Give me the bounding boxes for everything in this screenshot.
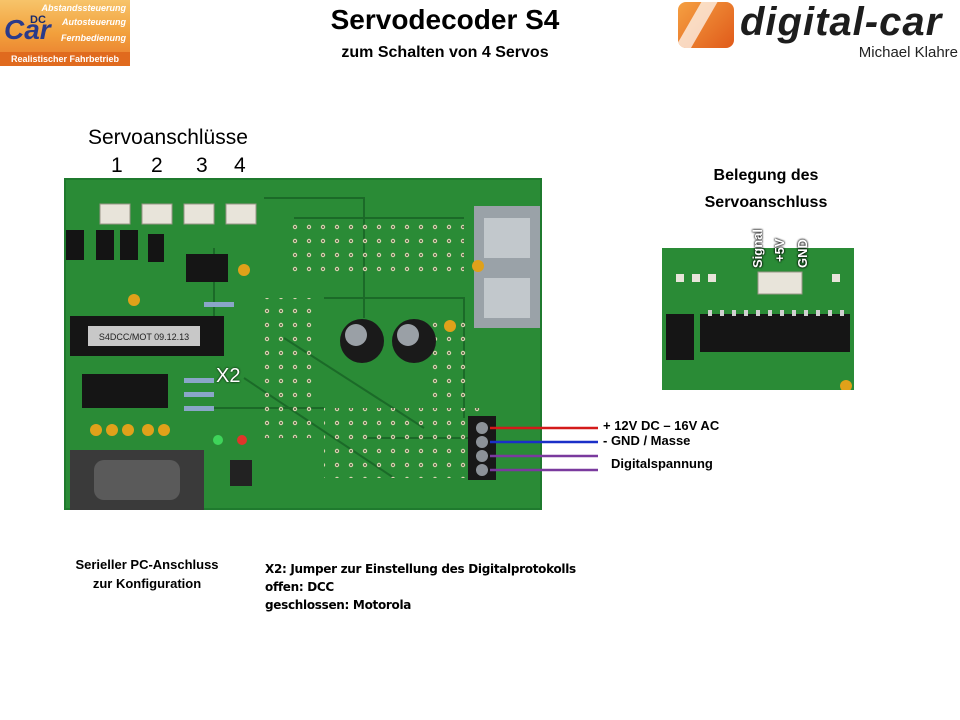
digital-car-logo: digital-car Michael Klahre	[676, 0, 960, 66]
pin-assignment-heading: Belegung des Servoanschluss	[684, 162, 848, 216]
servo-number-2: 2	[151, 154, 163, 177]
wire-label-digital: Digitalspannung	[611, 456, 713, 471]
servo-number-1: 1	[111, 154, 123, 177]
green-led	[213, 435, 223, 445]
servo-number-3: 3	[196, 154, 208, 177]
small-ic	[186, 254, 228, 282]
serial-caption-line1: Serieller PC-Anschluss	[75, 557, 219, 572]
serial-caption-line2: zur Konfiguration	[92, 576, 202, 591]
jumper-note: X2: Jumper zur Einstellung des Digitalpr…	[265, 560, 576, 614]
dc-car-logo: Abstandssteuerung Autosteuerung Fernbedi…	[0, 0, 130, 66]
logo-line-1: Abstandssteuerung	[41, 3, 126, 13]
servo-connector-3	[183, 203, 215, 225]
ic-closeup	[700, 314, 850, 352]
wire-label-power: + 12V DC – 16V AC	[603, 418, 720, 433]
jumper-note-line2: offen: DCC	[265, 580, 334, 594]
wire-label-gnd: - GND / Masse	[603, 433, 691, 448]
logo-brand-text: digital-car	[740, 0, 943, 44]
page-title: Servodecoder S4	[330, 4, 560, 35]
red-led	[237, 435, 247, 445]
page-subtitle: zum Schalten von 4 Servos	[341, 44, 549, 61]
logo-dc: DC	[30, 14, 46, 26]
servo-number-4: 4	[234, 154, 246, 177]
jumper-x2-label: X2	[216, 365, 241, 387]
road-icon	[678, 2, 734, 48]
pin-label-signal: Signal	[750, 228, 765, 268]
logo-owner: Michael Klahre	[858, 44, 958, 61]
serial-port-caption: Serieller PC-Anschluss zur Konfiguration	[64, 555, 230, 593]
logo-line-2: Autosteuerung	[62, 17, 126, 27]
decoder-board-image: S4DCC/MOT 09.12.13	[64, 178, 542, 510]
jumper-note-line3: geschlossen: Motorola	[265, 598, 412, 612]
pin-assignment-heading-line2: Servoanschluss	[704, 194, 828, 211]
main-chip-label: S4DCC/MOT 09.12.13	[99, 332, 189, 342]
logo-tagline: Realistischer Fahrbetrieb	[0, 52, 130, 66]
servo-connector-2	[141, 203, 173, 225]
jumper-note-line1: X2: Jumper zur Einstellung des Digitalpr…	[265, 562, 576, 576]
servo-connectors-label: Servoanschlüsse	[88, 126, 248, 149]
pin-label-5v: +5V	[772, 238, 787, 263]
servo-connector-closeup	[757, 271, 803, 295]
servo-connector-detail-image	[662, 248, 854, 390]
pin-assignment-heading-line1: Belegung des	[713, 167, 819, 184]
logo-line-3: Fernbedienung	[61, 33, 126, 43]
pin-label-gnd: GND	[795, 239, 810, 268]
servo-connector-1	[99, 203, 131, 225]
servo-connector-4	[225, 203, 257, 225]
logo-brand: Car	[4, 14, 51, 45]
push-button	[230, 460, 252, 486]
power-wires	[490, 426, 598, 472]
second-ic	[82, 374, 168, 408]
